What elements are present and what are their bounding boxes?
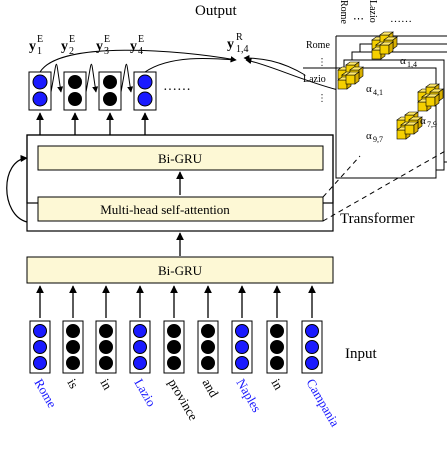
svg-text:α: α (366, 130, 372, 142)
transformer-frame (26, 134, 334, 232)
output-ellipsis: ······ (163, 83, 191, 98)
svg-text:2: 2 (69, 46, 74, 57)
svg-text:y: y (96, 39, 103, 54)
svg-text:E: E (138, 34, 144, 45)
svg-text:y: y (227, 37, 234, 52)
tensor-col-dots: ⋯ (353, 13, 364, 25)
svg-text:1: 1 (37, 46, 42, 57)
token-2: is (64, 376, 81, 391)
output-label-2: y 2 E (61, 34, 75, 57)
output-cells (28, 71, 157, 111)
transformer-label: Transformer (340, 211, 414, 227)
input-cell-8 (266, 320, 288, 374)
mhsa-box: Multi-head self-attention (37, 196, 324, 222)
relation-label: y 1,4 R (227, 32, 249, 55)
svg-text:1,4: 1,4 (236, 44, 249, 55)
output-cell-3 (98, 71, 122, 111)
svg-text:α: α (366, 83, 372, 95)
cube-alpha-9-7 (396, 111, 423, 140)
output-label-4: y 4 E (130, 34, 144, 57)
input-cell-3 (95, 320, 117, 374)
svg-text:3: 3 (104, 46, 109, 57)
input-label: Input (345, 346, 377, 362)
input-cell-2 (62, 320, 84, 374)
tensor-col-label-2: Lazio (367, 0, 378, 23)
token-9: Campania (303, 376, 342, 429)
tensor-row-label-2: Lazio (303, 74, 326, 85)
bigru-upper: Bi-GRU (37, 145, 324, 171)
input-cell-5 (163, 320, 185, 374)
cube-alpha-7-9 (417, 83, 444, 112)
input-arrows (36, 285, 316, 318)
output-label-3: y 3 E (96, 34, 110, 57)
svg-text:Bi-GRU: Bi-GRU (158, 151, 203, 166)
tensor-row-dots: ⋯ (316, 57, 327, 67)
svg-text:α: α (400, 55, 406, 67)
bigru-lower: Bi-GRU (26, 256, 334, 284)
svg-text:1,4: 1,4 (407, 60, 417, 69)
svg-text:R: R (236, 32, 243, 43)
input-cell-9 (301, 320, 323, 374)
tensor-row-label-1: Rome (306, 40, 330, 51)
transformer-output-arrows (36, 112, 149, 135)
cube-alpha-4-1 (337, 61, 364, 90)
output-cell-1 (28, 71, 52, 111)
tensor-col-label-3: …… (390, 13, 412, 25)
token-1: Rome (31, 376, 60, 411)
output-labels: y 1 E y 2 E y 3 E y 4 E (29, 34, 144, 57)
input-cell-1 (29, 320, 51, 374)
token-5: province (165, 376, 201, 423)
svg-text:4,1: 4,1 (373, 88, 383, 97)
output-title: Output (195, 3, 238, 19)
token-4: Lazio (131, 376, 159, 409)
attention-tensor: Rome Lazio …… ⋯ Rome Lazio ⋯ ⋯ α 1,4 α 4… (303, 0, 447, 179)
svg-text:y: y (130, 39, 137, 54)
token-8: in (268, 376, 286, 393)
input-cells (29, 320, 323, 374)
svg-text:4: 4 (138, 46, 143, 57)
loop-arrow (6, 154, 28, 223)
svg-text:E: E (69, 34, 75, 45)
token-6: and (199, 376, 222, 400)
svg-text:α: α (420, 115, 426, 127)
svg-text:E: E (37, 34, 43, 45)
alpha-label-9-7: α 9,7 (366, 130, 383, 144)
alpha-label-1-4: α 1,4 (400, 55, 417, 69)
svg-text:y: y (61, 39, 68, 54)
cube-alpha-1-4 (371, 31, 398, 60)
token-7: Naples (233, 376, 264, 415)
svg-text:E: E (104, 34, 110, 45)
alpha-label-4-1: α 4,1 (366, 83, 383, 97)
transformer-block: Bi-GRU Multi-head self-attention (26, 134, 334, 222)
output-cell-4 (133, 71, 157, 111)
svg-text:Multi-head self-attention: Multi-head self-attention (100, 202, 230, 217)
svg-text:y: y (29, 39, 36, 54)
output-connections (39, 49, 339, 93)
alpha-label-7-9: α 7,9 (420, 115, 437, 129)
svg-text:Bi-GRU: Bi-GRU (158, 263, 203, 278)
output-label-1: y 1 E (29, 34, 43, 57)
input-cell-7 (231, 320, 253, 374)
svg-text:7,9: 7,9 (427, 120, 437, 129)
tensor-col-label-1: Rome (338, 0, 349, 24)
input-cell-4 (129, 320, 151, 374)
svg-text:9,7: 9,7 (373, 135, 383, 144)
tensor-row-dots-2: ⋯ (316, 93, 327, 103)
output-cell-2 (63, 71, 87, 111)
input-cell-6 (197, 320, 219, 374)
tensor-dashed-links (322, 149, 447, 222)
token-3: in (97, 376, 115, 393)
